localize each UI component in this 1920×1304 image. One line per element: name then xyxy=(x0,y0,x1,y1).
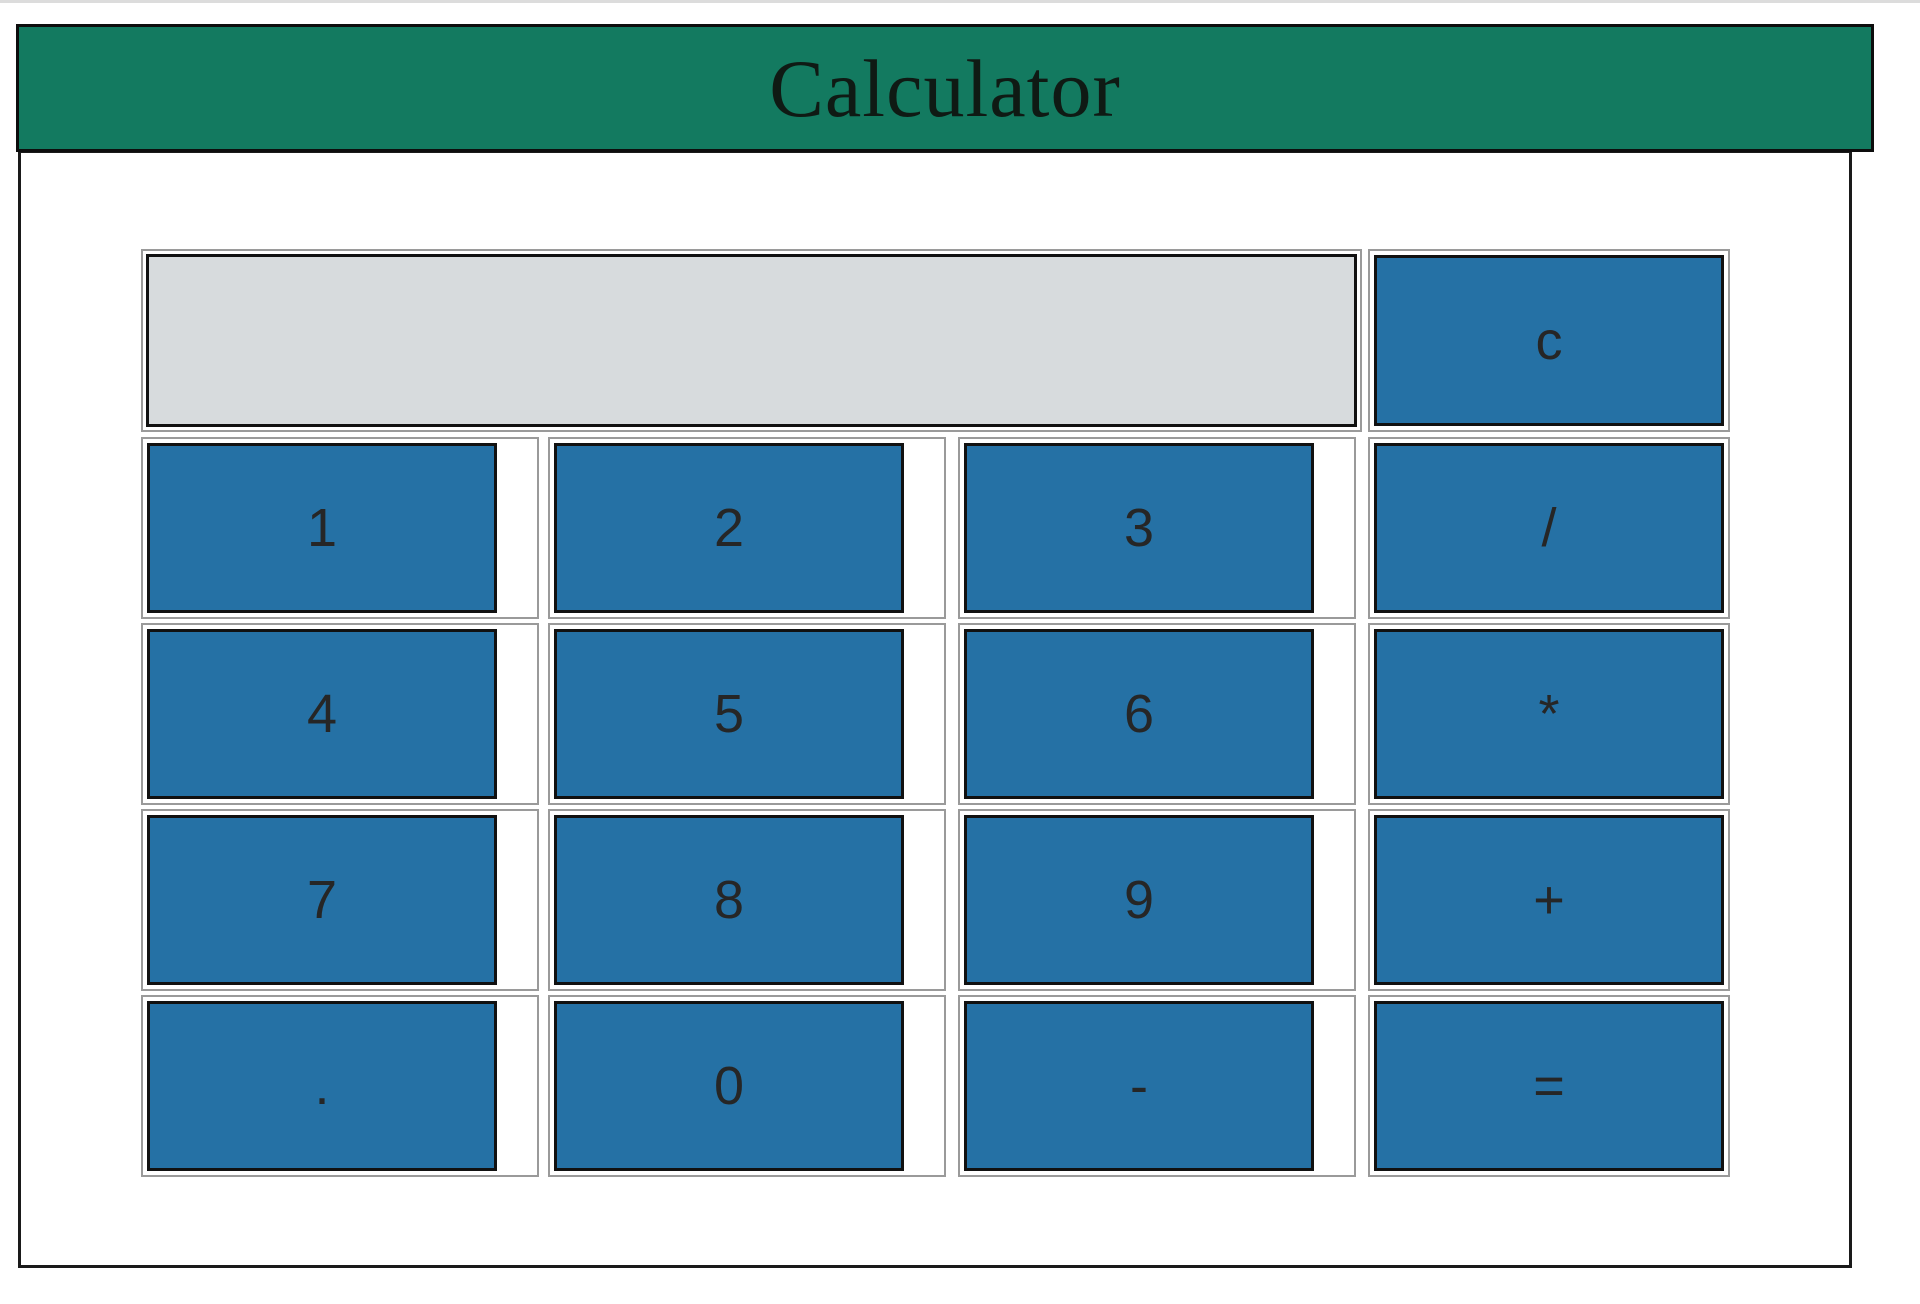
key-cell: 8 xyxy=(548,809,946,991)
display-cell xyxy=(141,249,1362,432)
app-title: Calculator xyxy=(769,43,1121,134)
key-cell: / xyxy=(1368,437,1730,619)
key-cell: 5 xyxy=(548,623,946,805)
key-cell: . xyxy=(141,995,539,1177)
window-top-edge xyxy=(0,0,1920,3)
add-button[interactable]: + xyxy=(1374,815,1724,985)
key-cell: = xyxy=(1368,995,1730,1177)
key-cell: - xyxy=(958,995,1356,1177)
clear-key-cell: c xyxy=(1368,249,1730,432)
key-cell: 6 xyxy=(958,623,1356,805)
key-cell: 4 xyxy=(141,623,539,805)
key-cell: 2 xyxy=(548,437,946,619)
divide-button[interactable]: / xyxy=(1374,443,1724,613)
key-cell: + xyxy=(1368,809,1730,991)
key-cell: 3 xyxy=(958,437,1356,619)
digit-3-button[interactable]: 3 xyxy=(964,443,1314,613)
digit-1-button[interactable]: 1 xyxy=(147,443,497,613)
key-cell: 0 xyxy=(548,995,946,1177)
digit-5-button[interactable]: 5 xyxy=(554,629,904,799)
key-cell: 9 xyxy=(958,809,1356,991)
digit-9-button[interactable]: 9 xyxy=(964,815,1314,985)
equals-button[interactable]: = xyxy=(1374,1001,1724,1171)
digit-7-button[interactable]: 7 xyxy=(147,815,497,985)
digit-4-button[interactable]: 4 xyxy=(147,629,497,799)
title-bar: Calculator xyxy=(16,24,1874,152)
result-display[interactable] xyxy=(146,254,1357,427)
digit-8-button[interactable]: 8 xyxy=(554,815,904,985)
digit-2-button[interactable]: 2 xyxy=(554,443,904,613)
clear-button[interactable]: c xyxy=(1374,255,1724,426)
digit-6-button[interactable]: 6 xyxy=(964,629,1314,799)
multiply-button[interactable]: * xyxy=(1374,629,1724,799)
key-cell: 7 xyxy=(141,809,539,991)
key-cell: * xyxy=(1368,623,1730,805)
decimal-point-button[interactable]: . xyxy=(147,1001,497,1171)
subtract-button[interactable]: - xyxy=(964,1001,1314,1171)
key-cell: 1 xyxy=(141,437,539,619)
digit-0-button[interactable]: 0 xyxy=(554,1001,904,1171)
